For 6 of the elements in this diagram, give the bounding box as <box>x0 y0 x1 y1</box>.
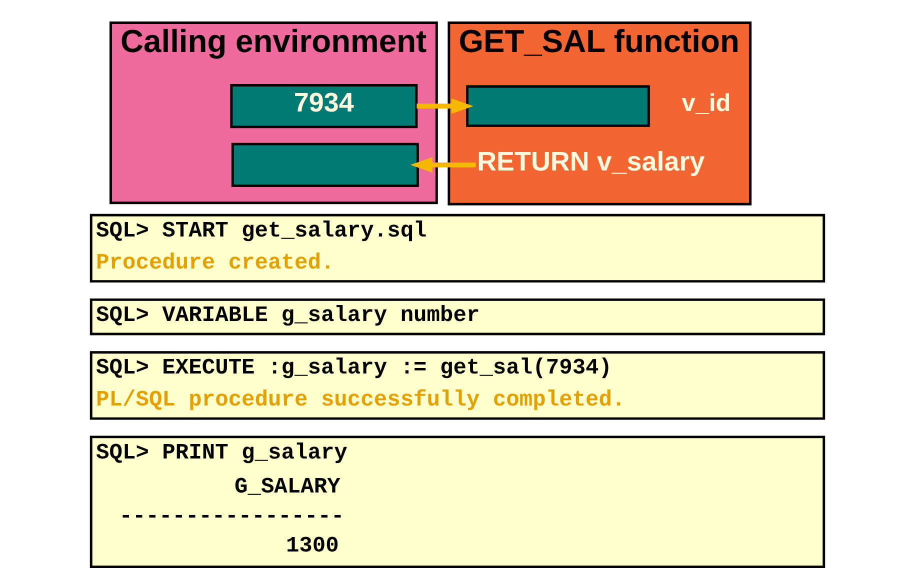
node-label: v_id <box>681 90 730 117</box>
node-box: 7934 <box>230 84 418 128</box>
arrow <box>416 98 473 114</box>
node-box <box>230 142 418 187</box>
node-text: RETURN v_salary <box>476 146 704 177</box>
arrow <box>410 157 476 173</box>
